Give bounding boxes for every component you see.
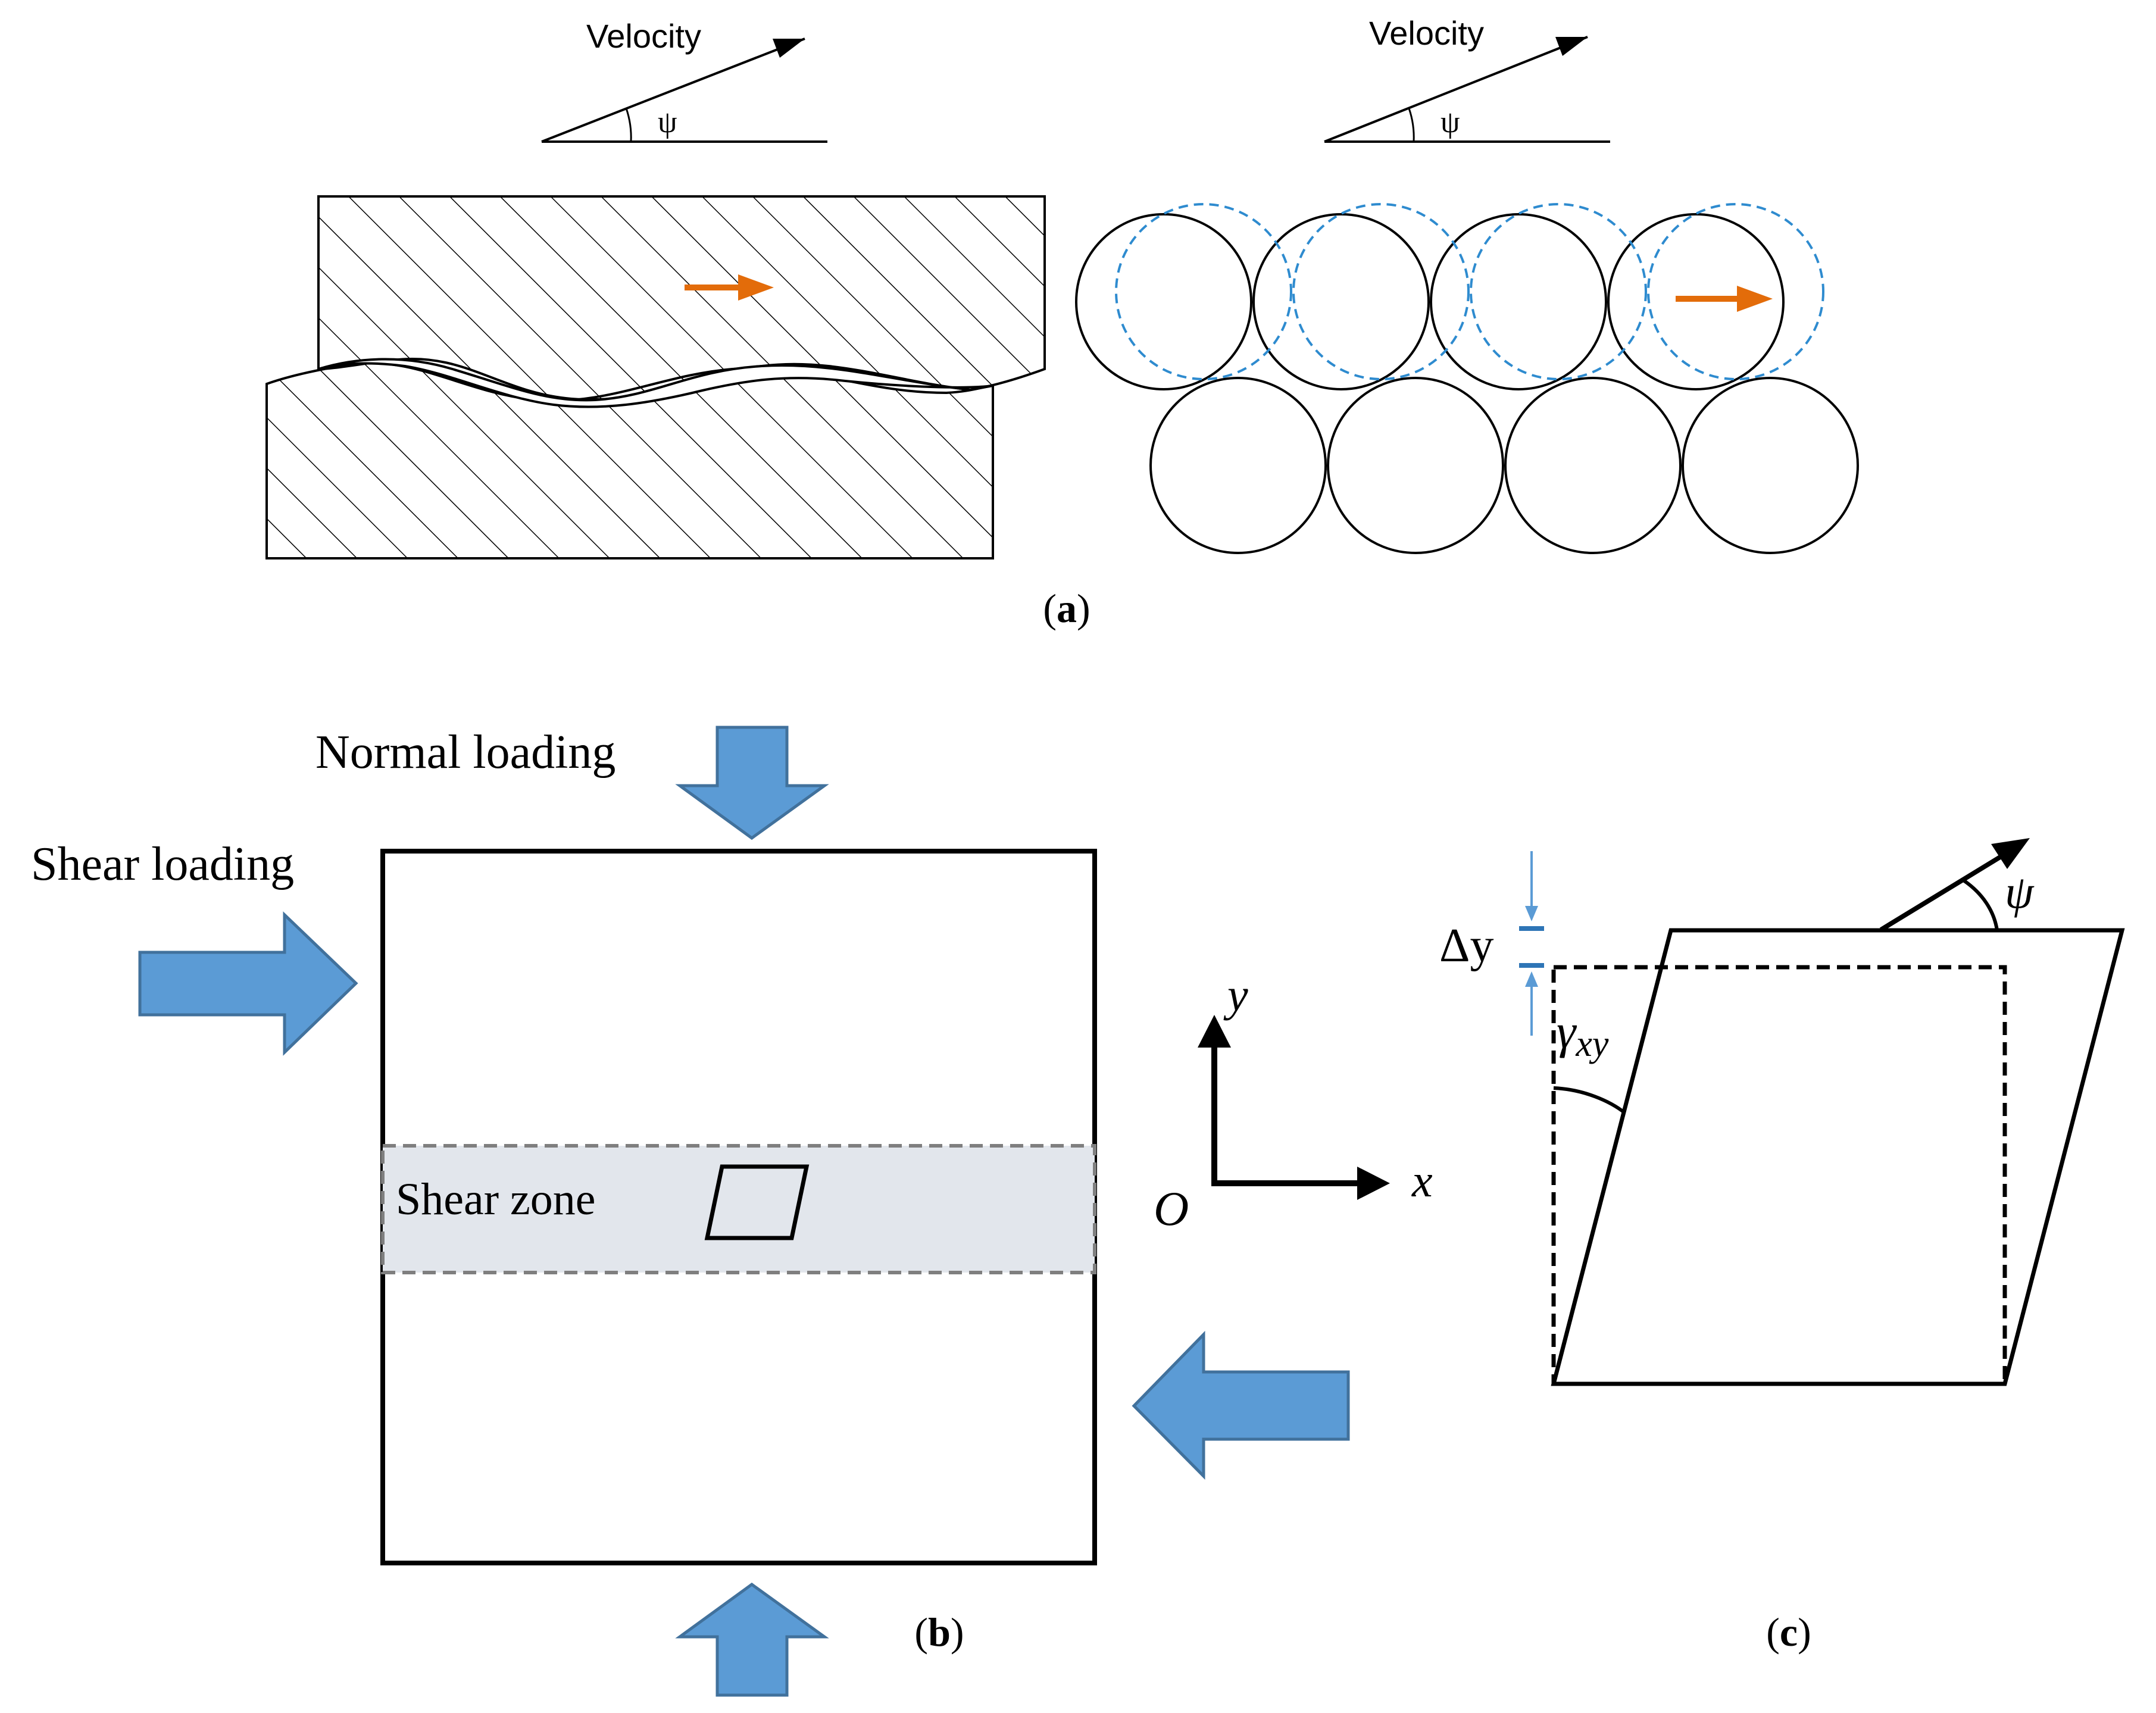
particle-displaced-1 — [1115, 203, 1292, 380]
particle-displaced-2 — [1292, 203, 1470, 380]
psi-arc-c — [1961, 878, 1999, 931]
particle-bottom-2 — [1327, 377, 1504, 554]
particle-bottom-3 — [1504, 377, 1682, 554]
velocity-label-right: Velocity — [1369, 14, 1484, 52]
particle-top-1 — [1075, 213, 1252, 390]
particle-displaced-3 — [1470, 203, 1647, 380]
y-axis-label: y — [1223, 969, 1248, 1021]
psi-arc-right — [1408, 108, 1415, 142]
velocity-arrow-left — [541, 37, 805, 143]
psi-label-right: ψ — [1441, 105, 1460, 139]
x-axis-label: x — [1411, 1155, 1433, 1206]
gamma-label: γxy — [1557, 1004, 1609, 1064]
y-axis-arrowhead — [1198, 1015, 1231, 1048]
shear-zone-label: Shear zone — [396, 1174, 596, 1224]
particle-bottom-1 — [1149, 377, 1327, 554]
particle-top-3 — [1430, 213, 1607, 390]
undeformed-element — [1551, 965, 2007, 1386]
normal-loading-arrow-top — [675, 726, 829, 840]
motion-arrowhead-left — [738, 274, 774, 301]
caption-b: (b) — [914, 1609, 964, 1655]
velocity-indicator-left: Velocity ψ — [541, 17, 827, 143]
normal-loading-arrow-bottom — [675, 1582, 829, 1697]
shear-loading-arrow-right — [1132, 1330, 1350, 1480]
particle-top-2 — [1252, 213, 1430, 390]
origin-label: O — [1154, 1181, 1189, 1236]
velocity-label-left: Velocity — [586, 17, 701, 55]
particle-top-4 — [1607, 213, 1785, 390]
lower-block — [265, 361, 994, 559]
panel-c: γxy Δy ψ (c) — [1439, 838, 2125, 1655]
shear-loading-arrow-left — [138, 911, 358, 1056]
delta-y-arrowhead-top — [1525, 906, 1538, 921]
particle-bottom-4 — [1682, 377, 1859, 554]
psi-label-c: ψ — [2005, 866, 2035, 918]
motion-arrowhead-right — [1737, 286, 1773, 312]
normal-loading-label: Normal loading — [315, 726, 615, 779]
asperity-gap — [318, 358, 993, 408]
rough-joint-blocks — [265, 195, 1046, 559]
deformed-element — [1551, 928, 2125, 1386]
shear-element — [704, 1164, 810, 1240]
dilation-direction-arrowhead — [1991, 838, 2030, 869]
velocity-arrowhead-left — [773, 39, 805, 58]
delta-y-indicator: Δy — [1439, 851, 1544, 1036]
particle-displaced-4 — [1647, 203, 1824, 380]
shear-loading-label: Shear loading — [31, 838, 294, 890]
panel-b: Normal loading Shear loading Shear zone … — [31, 726, 1433, 1697]
coordinate-axes: y x O — [1154, 969, 1433, 1236]
panel-a: Velocity ψ Velocity ψ — [265, 14, 1859, 631]
psi-arc-left — [625, 108, 632, 142]
delta-y-arrowhead-bottom — [1525, 971, 1538, 987]
psi-label-left: ψ — [658, 105, 677, 139]
gamma-arc — [1553, 1086, 1626, 1115]
caption-a: (a) — [1043, 586, 1090, 631]
dilation-direction-arrow — [1879, 855, 2002, 932]
x-axis-arrowhead — [1357, 1167, 1390, 1200]
velocity-arrow-right — [1324, 36, 1588, 143]
velocity-arrowhead-right — [1555, 37, 1588, 56]
velocity-indicator-right: Velocity ψ — [1324, 14, 1610, 143]
delta-y-label: Δy — [1439, 920, 1493, 972]
granular-particles — [1075, 203, 1859, 554]
caption-c: (c) — [1766, 1609, 1811, 1655]
